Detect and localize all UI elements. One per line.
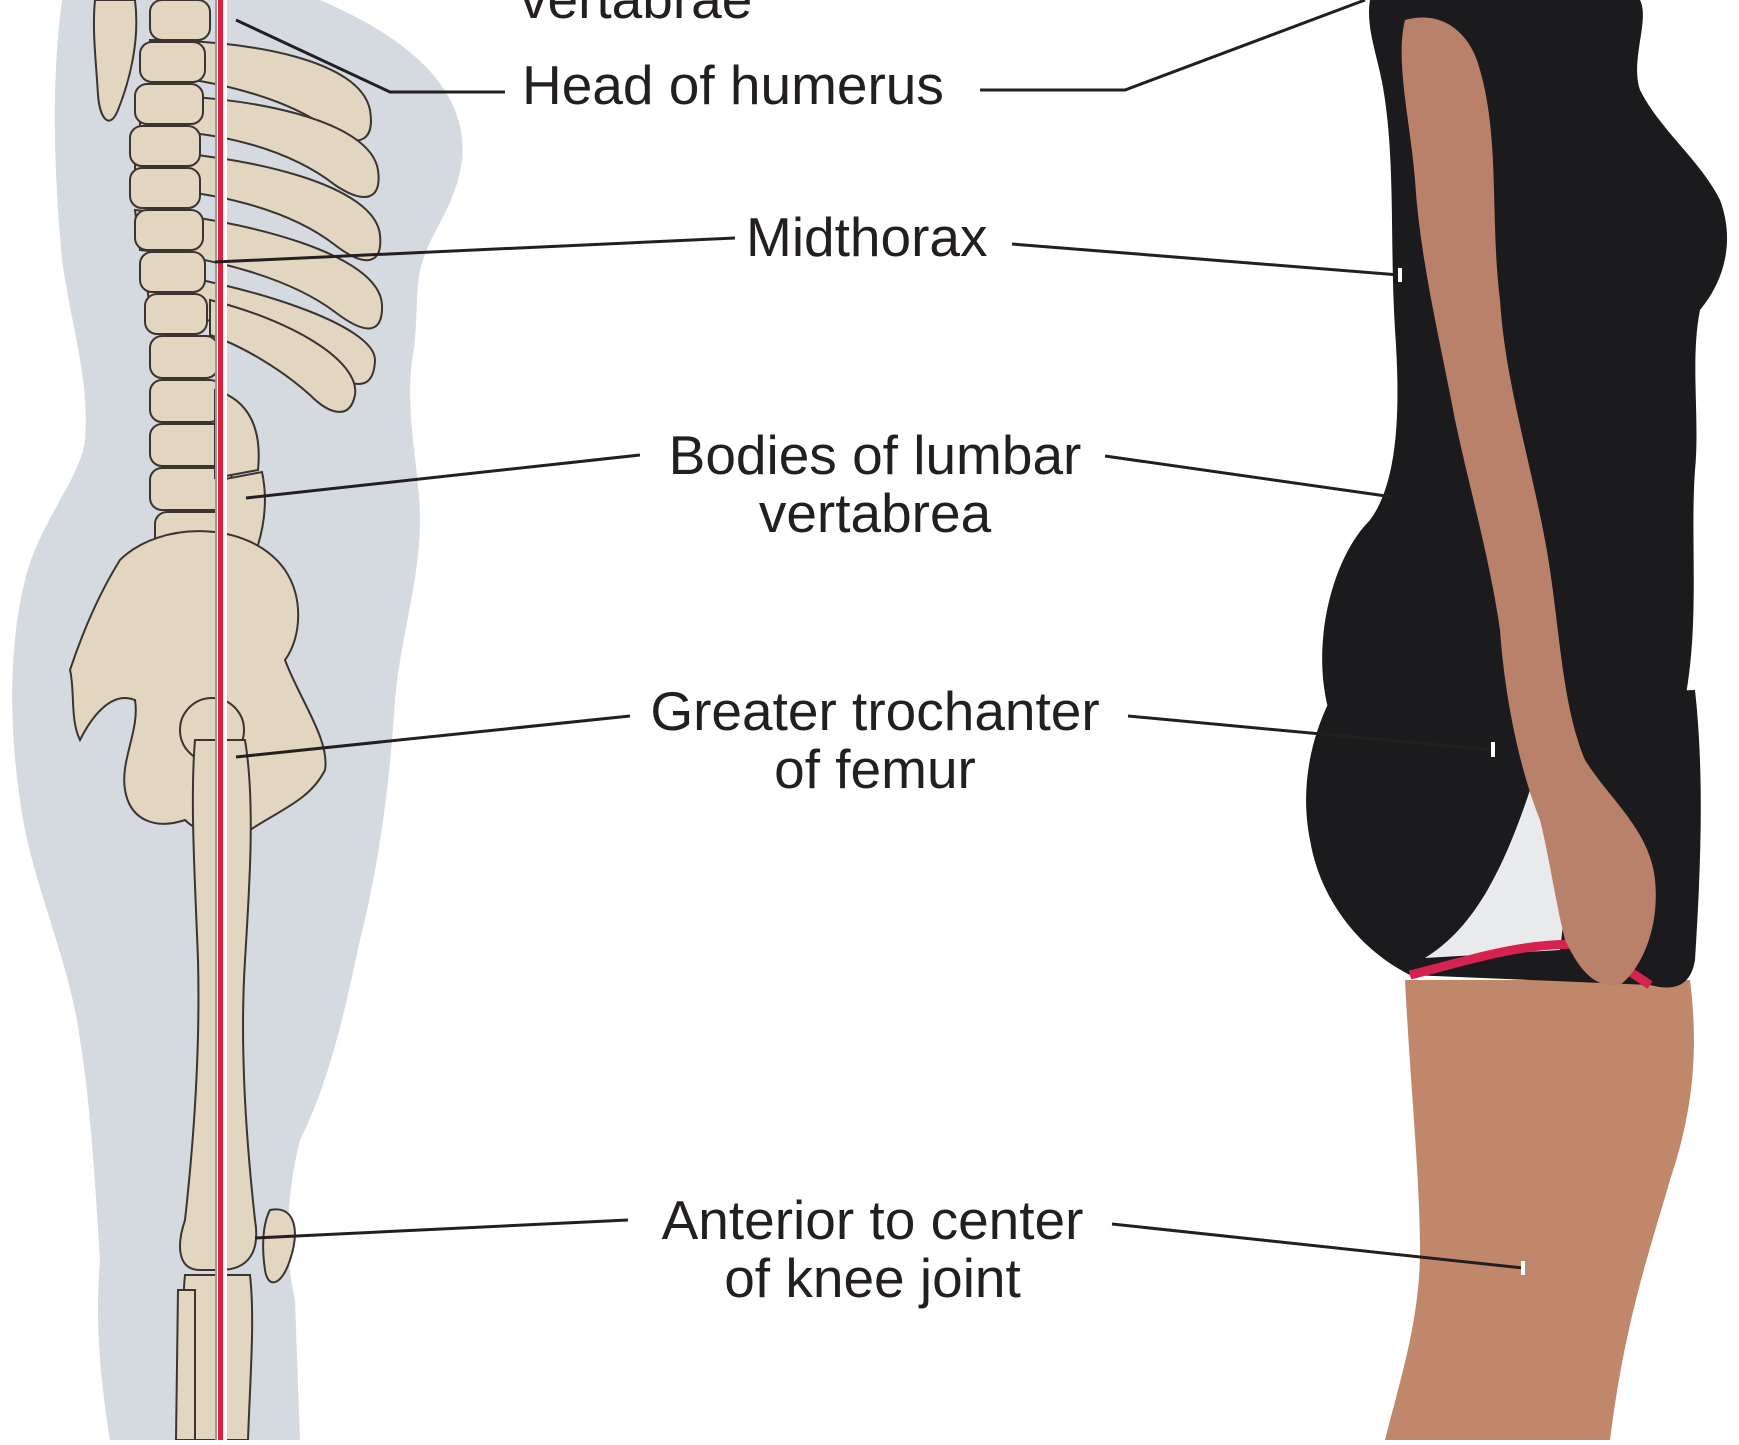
legs bbox=[1385, 980, 1694, 1440]
label-greater-trochanter: Greater trochanter of femur bbox=[630, 682, 1120, 798]
patella bbox=[263, 1209, 295, 1282]
fibula bbox=[176, 1290, 195, 1440]
label-vertebrae-partial: vertabrae bbox=[520, 0, 752, 28]
skeleton-figure bbox=[12, 0, 462, 1440]
label-lumbar-line1: Bodies of lumbar bbox=[655, 426, 1095, 484]
leader-knee-left bbox=[255, 1220, 628, 1238]
plumb-line-red bbox=[218, 0, 223, 1440]
label-lumbar-vertebrae: Bodies of lumbar vertabrea bbox=[655, 426, 1095, 542]
leader-lumbar-right bbox=[1105, 456, 1393, 497]
label-knee-line1: Anterior to center bbox=[640, 1191, 1105, 1249]
label-knee-line2: of knee joint bbox=[640, 1249, 1105, 1307]
label-knee-joint: Anterior to center of knee joint bbox=[640, 1191, 1105, 1307]
label-trochanter-line2: of femur bbox=[630, 740, 1120, 798]
person-figure bbox=[1306, 0, 1727, 1440]
leader-midthorax-right bbox=[1012, 244, 1400, 275]
label-midthorax: Midthorax bbox=[746, 208, 987, 266]
label-lumbar-line2: vertabrea bbox=[655, 484, 1095, 542]
leader-top-right bbox=[980, 0, 1365, 90]
label-head-of-humerus: Head of humerus bbox=[522, 56, 944, 114]
label-trochanter-line1: Greater trochanter bbox=[630, 682, 1120, 740]
